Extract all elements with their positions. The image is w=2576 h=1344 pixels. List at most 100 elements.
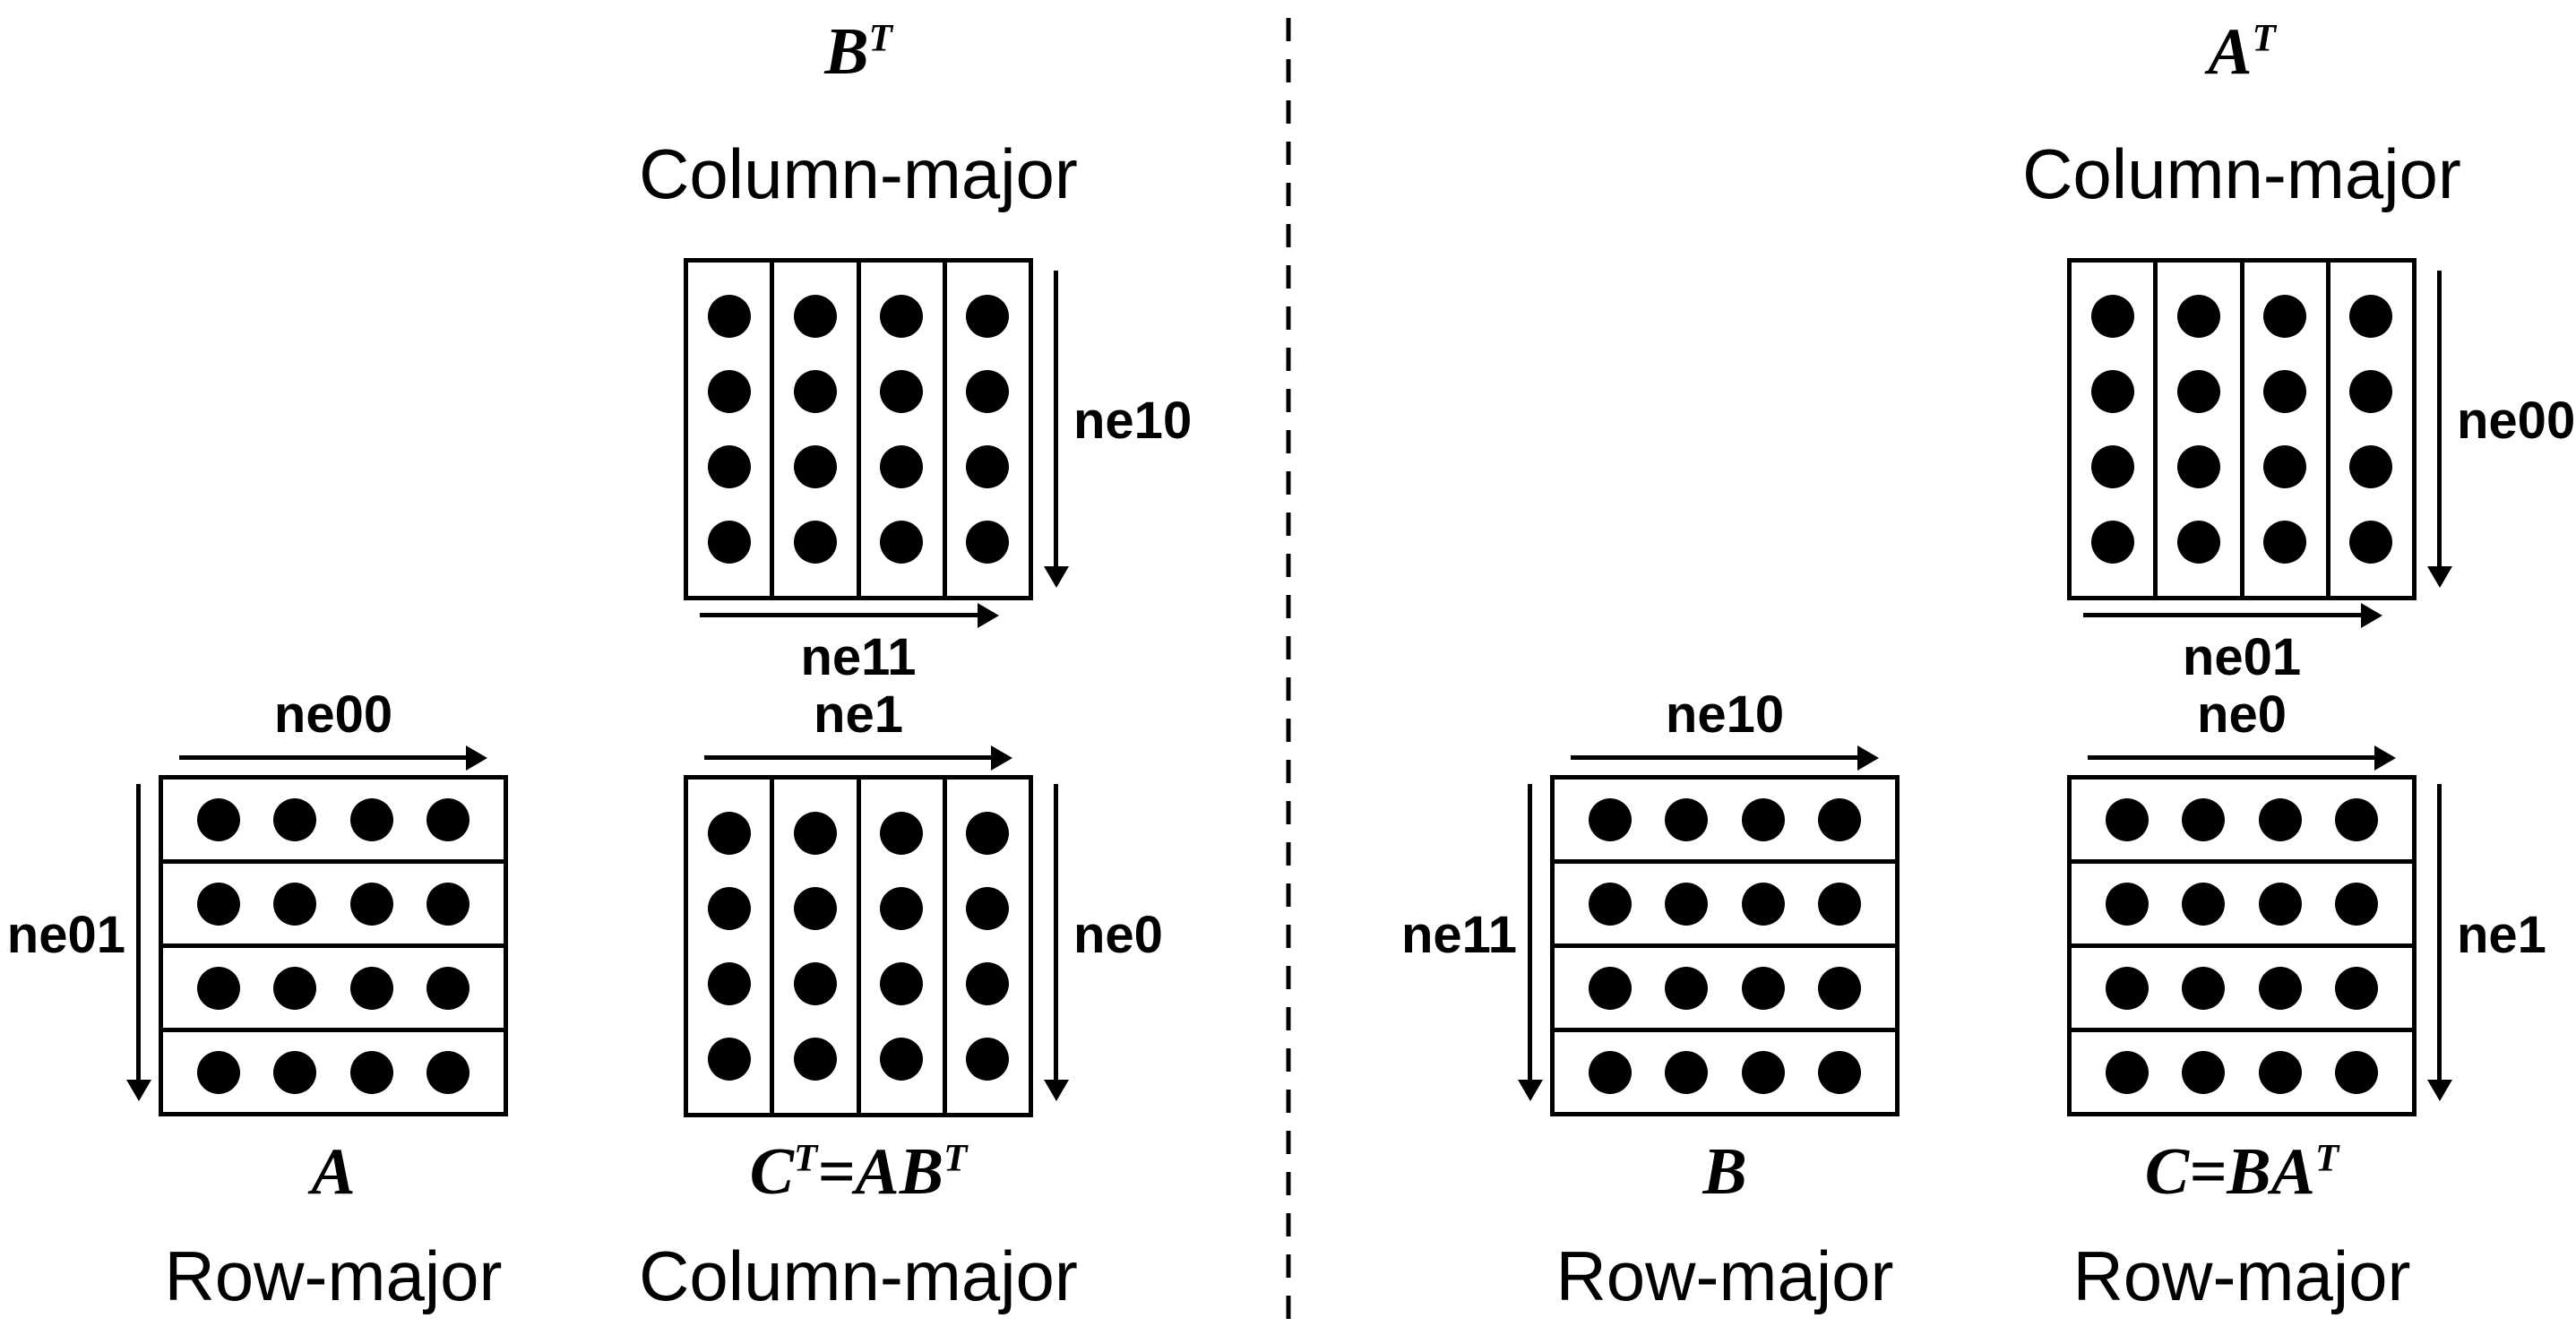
matrix-cell-dot [707,887,751,930]
matrix-cell-dot [966,1038,1010,1081]
ne00-right-arrow [2437,271,2442,566]
matrix-cell-dot [966,887,1010,930]
matrix-cell-dot [273,882,317,926]
matrix-cell-dot [2349,295,2393,338]
matrix-cell-dot [966,370,1010,413]
matrix-cell-dot [793,1038,837,1081]
ne10-arrow [1054,271,1058,566]
ne10-right-label: ne10 [1665,685,1785,744]
ne01-right-arrow [2083,613,2361,617]
matrix-cell-dot [196,966,240,1010]
matrix-title-b-transpose: BT [824,15,892,89]
matrix-strip [688,263,775,596]
ne11-arrow [700,613,978,617]
ne0-arrow [1054,784,1058,1080]
matrix-cell-dot [880,1038,924,1081]
matrix-cell-dot [2176,445,2220,488]
matrix-cell-dot [2105,966,2149,1010]
ne01-right-label: ne01 [2182,628,2302,686]
matrix-title-a-transpose: AT [2208,15,2276,89]
matrix-strip [2158,263,2244,596]
ne11-right-label: ne11 [1401,906,1517,964]
matrix-cell-dot [966,812,1010,855]
ne11-label: ne11 [800,628,917,686]
matrix-cell-dot [793,445,837,488]
matrix-cell-dot [707,295,751,338]
matrix-cell-dot [880,370,924,413]
matrix-cell-dot [426,966,470,1010]
matrix-strip [688,780,775,1113]
matrix-cell-dot [2349,445,2393,488]
matrix-c [2067,775,2417,1116]
matrix-cell-dot [426,797,470,841]
matrix-strip [1555,948,1895,1032]
matrix-cell-dot [2090,445,2134,488]
matrix-a [159,775,508,1116]
matrix-cell-dot [966,445,1010,488]
matrix-cell-dot [1741,966,1785,1010]
matrix-cell-dot [707,812,751,855]
matrix-a-transpose [2067,258,2417,600]
panel-divider [1286,18,1291,1326]
matrix-cell-dot [707,370,751,413]
matrix-cell-dot [196,1050,240,1094]
matrix-strip [2330,263,2412,596]
matrix-strip [947,263,1029,596]
matrix-cell-dot [880,962,924,1005]
matrix-cell-dot [880,445,924,488]
matrix-cell-dot [2182,882,2226,926]
matrix-cell-dot [793,521,837,564]
matrix-cell-dot [1818,797,1862,841]
matrix-cell-dot [2335,1050,2379,1094]
matrix-cell-dot [707,445,751,488]
layout-label-c-transpose: Column-major [639,1236,1078,1315]
matrix-cell-dot [2176,295,2220,338]
ne0-label: ne0 [1073,906,1163,964]
matrix-cell-dot [880,887,924,930]
matrix-strip [2072,263,2158,596]
matrix-strip [2072,948,2412,1032]
matrix-cell-dot [2335,797,2379,841]
matrix-cell-dot [966,295,1010,338]
matrix-title-c-transpose: CT=ABT [749,1135,968,1209]
layout-label-c: Row-major [2072,1236,2411,1315]
matrix-cell-dot [2258,1050,2302,1094]
matrix-cell-dot [2090,370,2134,413]
matrix-strip [774,780,861,1113]
matrix-cell-dot [707,1038,751,1081]
matrix-cell-dot [2263,521,2307,564]
ne1-arrow [704,755,991,760]
matrix-cell-dot [1818,1050,1862,1094]
matrix-cell-dot [2090,295,2134,338]
matrix-strip [2072,864,2412,948]
matrix-cell-dot [1588,797,1632,841]
matrix-cell-dot [349,1050,393,1094]
matrix-cell-dot [1818,966,1862,1010]
matrix-cell-dot [2258,797,2302,841]
matrix-strip [1555,864,1895,948]
matrix-cell-dot [273,966,317,1010]
matrix-strip [2072,1032,2412,1112]
matrix-cell-dot [2349,521,2393,564]
ne1-label: ne1 [814,685,903,744]
ne01-label: ne01 [6,906,125,964]
matrix-cell-dot [1665,797,1709,841]
matrix-cell-dot [793,295,837,338]
matrix-cell-dot [2105,1050,2149,1094]
matrix-cell-dot [2263,370,2307,413]
matrix-cell-dot [880,812,924,855]
matrix-cell-dot [2182,797,2226,841]
matrix-strip [1555,780,1895,864]
matrix-strip [861,780,947,1113]
ne00-right-label: ne00 [2457,392,2576,450]
matrix-strip [163,780,504,864]
matrix-b-transpose [684,258,1033,600]
layout-label-a-transpose: Column-major [2022,134,2461,213]
matrix-cell-dot [2263,445,2307,488]
matrix-cell-dot [2335,966,2379,1010]
layout-label-b: Row-major [1555,1236,1894,1315]
matrix-cell-dot [2105,882,2149,926]
matrix-cell-dot [707,521,751,564]
matrix-strip [2244,263,2330,596]
